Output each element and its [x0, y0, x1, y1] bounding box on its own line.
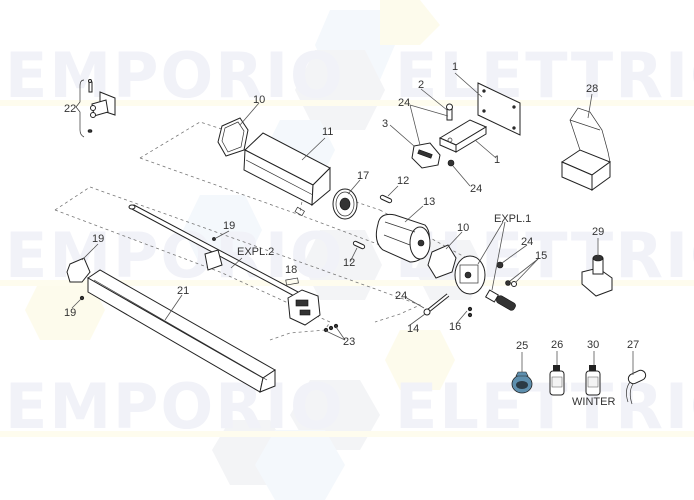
label-expl-2: EXPL.2 [237, 246, 274, 258]
label-part-10-front: 10 [253, 94, 265, 106]
part-19-screw [79, 295, 85, 301]
part-18-label-plate [285, 277, 299, 286]
part-2-pin [446, 103, 453, 121]
label-part-16: 16 [449, 321, 461, 333]
part-11-motor-cover [243, 132, 331, 217]
watermark-text-elettrico-1: ELETTRICO [395, 39, 694, 112]
part-12-key-upper [379, 194, 393, 204]
motor-head-assembly [287, 289, 321, 326]
label-part-1-block: 1 [494, 154, 500, 166]
part-10-gasket-rear [427, 244, 457, 279]
label-part-10-rear: 10 [457, 222, 469, 234]
label-part-24-expl: 24 [521, 236, 533, 248]
label-part-27: 27 [627, 339, 639, 351]
label-part-11: 11 [322, 126, 333, 138]
label-part-19-screw: 19 [64, 307, 76, 319]
part-21-outer-housing [87, 269, 276, 393]
label-part-1-plate: 1 [452, 61, 458, 73]
label-part-19-cap: 19 [92, 233, 104, 245]
label-part-12-lower: 12 [343, 257, 355, 269]
label-part-18: 18 [285, 264, 297, 276]
label-part-24-nut: 24 [470, 183, 482, 195]
part-14-bolt [423, 293, 450, 316]
part-28-packaging-box [560, 107, 612, 191]
label-part-15: 15 [535, 250, 547, 262]
part-13-electric-motor [375, 213, 431, 263]
label-winter-note: WINTER [572, 396, 615, 408]
label-part-24-pin: 24 [398, 97, 410, 109]
label-part-14: 14 [407, 323, 419, 335]
label-part-28: 28 [586, 83, 598, 95]
part-24-nut [447, 159, 455, 167]
label-part-21: 21 [177, 285, 189, 297]
label-part-24-bolt: 24 [395, 290, 407, 302]
label-part-29: 29 [592, 226, 604, 238]
part-labels: 1 1 2 3 10 10 11 12 12 13 14 15 16 17 18… [64, 61, 639, 408]
part-16-grub-screw [467, 306, 473, 318]
label-part-17: 17 [357, 170, 369, 182]
part-22-wall-bracket [75, 79, 116, 138]
label-part-22: 22 [64, 103, 76, 115]
label-part-19-top: 19 [223, 220, 235, 232]
label-part-2: 2 [418, 79, 424, 91]
label-part-23: 23 [343, 336, 355, 348]
watermark-text-emporio-3: EMPORIO [5, 370, 345, 443]
part-29-release-key [581, 254, 613, 297]
watermark-text-emporio-1: EMPORIO [5, 39, 345, 112]
part-1-mounting-block [438, 119, 488, 153]
label-part-13: 13 [423, 196, 435, 208]
label-part-3: 3 [382, 118, 388, 130]
part-25-grease-bag [511, 371, 533, 394]
part-23-nuts [323, 323, 339, 333]
part-30-winter-oil-bottle [585, 365, 601, 396]
label-part-12-upper: 12 [397, 175, 409, 187]
part-12-key-lower [352, 240, 366, 250]
part-10-gasket-front [217, 117, 249, 157]
label-part-30: 30 [587, 339, 599, 351]
part-3-fork-bracket [411, 142, 441, 169]
part-26-oil-bottle [549, 365, 565, 396]
expl-1-assembly [454, 255, 517, 311]
watermark-text-elettrico-3: ELETTRICO [395, 370, 694, 443]
part-17-coupling [332, 188, 358, 220]
leader-lines [71, 72, 634, 375]
label-part-25: 25 [516, 340, 528, 352]
part-1-mounting-plate [477, 82, 521, 136]
label-expl-1: EXPL.1 [494, 213, 531, 225]
label-part-26: 26 [551, 339, 563, 351]
